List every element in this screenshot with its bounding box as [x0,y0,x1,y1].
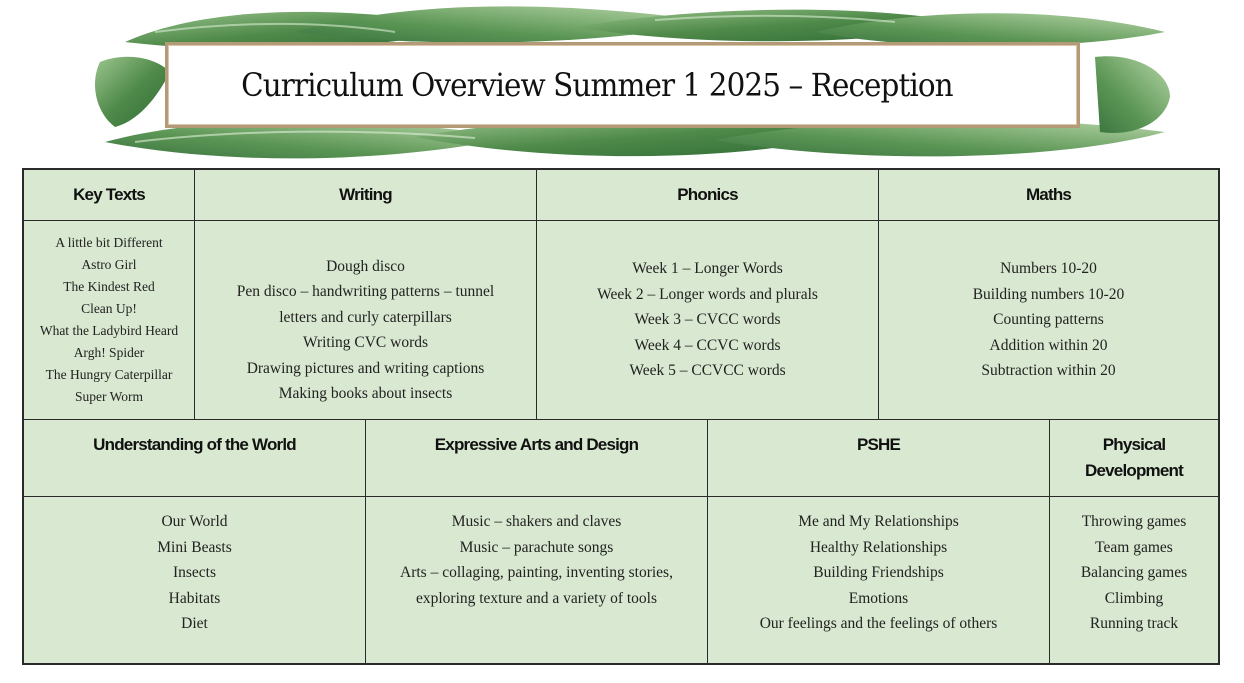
list-item: Building numbers 10-20 [972,285,1125,303]
list-item: Writing CVC words [302,334,429,351]
writing-list: Dough disco Pen disco – handwriting patt… [195,221,537,420]
list-item: Our feelings and the feelings of others [759,615,998,632]
header-label: Writing [339,185,392,204]
list-item: Habitats [168,589,221,607]
list-item: A little bit Different [55,235,163,250]
list-item: Emotions [848,589,909,607]
list-item: Me and My Relationships [798,513,959,530]
list-item: Week 2 – Longer words and plurals [597,285,818,303]
list-item: exploring texture and a variety of tools [415,589,658,607]
list-item: Addition within 20 [989,336,1108,354]
page-title: Curriculum Overview Summer 1 2025 – Rece… [241,66,953,104]
header-understanding-world: Understanding of the World [24,420,366,497]
list-item: Super Worm [74,389,144,404]
list-item: Dough disco [326,257,405,275]
list-item: Numbers 10-20 [1000,260,1097,278]
header-writing: Writing [195,170,537,221]
list-item: Music – parachute songs [459,538,614,556]
leaf-frame-icon [95,6,1170,159]
list-item: Clean Up! [81,301,137,316]
list-item: The Hungry Caterpillar [45,367,173,382]
header-key-texts: Key Texts [24,170,195,221]
list-item: Counting patterns [993,311,1104,329]
title-banner: Curriculum Overview Summer 1 2025 – Rece… [95,2,1175,167]
list-item: Pen disco – handwriting patterns – tunne… [236,283,495,300]
list-item: Throwing games [1081,513,1187,530]
list-item: Insects [172,564,217,581]
pshe-list: Me and My Relationships Healthy Relation… [708,497,1050,663]
title-frame: Curriculum Overview Summer 1 2025 – Rece… [165,42,1080,128]
list-item: Week 1 – Longer Words [632,260,783,278]
list-item: Week 4 – CCVC words [634,336,781,354]
list-item: Making books about insects [278,385,453,402]
expressive-arts-list: Music – shakers and claves Music – parac… [366,497,708,663]
header-label: Development [1085,461,1184,480]
list-item: letters and curly caterpillars [279,308,452,326]
list-item: Subtraction within 20 [981,362,1116,380]
header-label: Phonics [677,185,738,204]
list-item: Drawing pictures and writing captions [246,359,485,377]
list-item: What the Ladybird Heard [39,323,179,338]
list-item: Running track [1089,615,1179,632]
list-item: Balancing games [1080,564,1188,581]
list-item: Healthy Relationships [809,538,948,556]
list-item: Team games [1095,538,1173,556]
header-label: PSHE [856,435,901,454]
list-item: Climbing [1104,589,1164,607]
header-maths: Maths [879,170,1218,221]
header-expressive-arts: Expressive Arts and Design [366,420,708,497]
header-label: Key Texts [73,185,146,204]
list-item: Week 5 – CCVCC words [629,362,786,380]
list-item: Diet [181,615,208,632]
list-item: Building Friendships [813,564,944,581]
list-item: The Kindest Red [63,279,155,294]
list-item: Week 3 – CVCC words [634,311,781,329]
header-label: Expressive Arts and Design [434,435,639,454]
understanding-world-list: Our World Mini Beasts Insects Habitats D… [24,497,366,663]
header-label: Maths [1025,185,1072,204]
header-label: Physical [1102,435,1166,454]
list-item: Music – shakers and claves [451,513,622,530]
header-pshe: PSHE [708,420,1050,497]
curriculum-table: Key Texts Writing Phonics Maths A little… [22,168,1220,665]
list-item: Arts – collaging, painting, inventing st… [400,564,673,581]
phonics-list: Week 1 – Longer Words Week 2 – Longer wo… [537,221,879,420]
header-physical-development: Physical Development [1050,420,1218,497]
maths-list: Numbers 10-20 Building numbers 10-20 Cou… [879,221,1218,420]
list-item: Mini Beasts [157,538,232,556]
physical-development-list: Throwing games Team games Balancing game… [1050,497,1218,663]
header-label: Understanding of the World [93,435,297,454]
key-texts-list: A little bit Different Astro Girl The Ki… [24,221,195,420]
list-item: Argh! Spider [73,345,145,360]
list-item: Astro Girl [81,257,137,272]
header-phonics: Phonics [537,170,879,221]
list-item: Our World [161,513,228,530]
